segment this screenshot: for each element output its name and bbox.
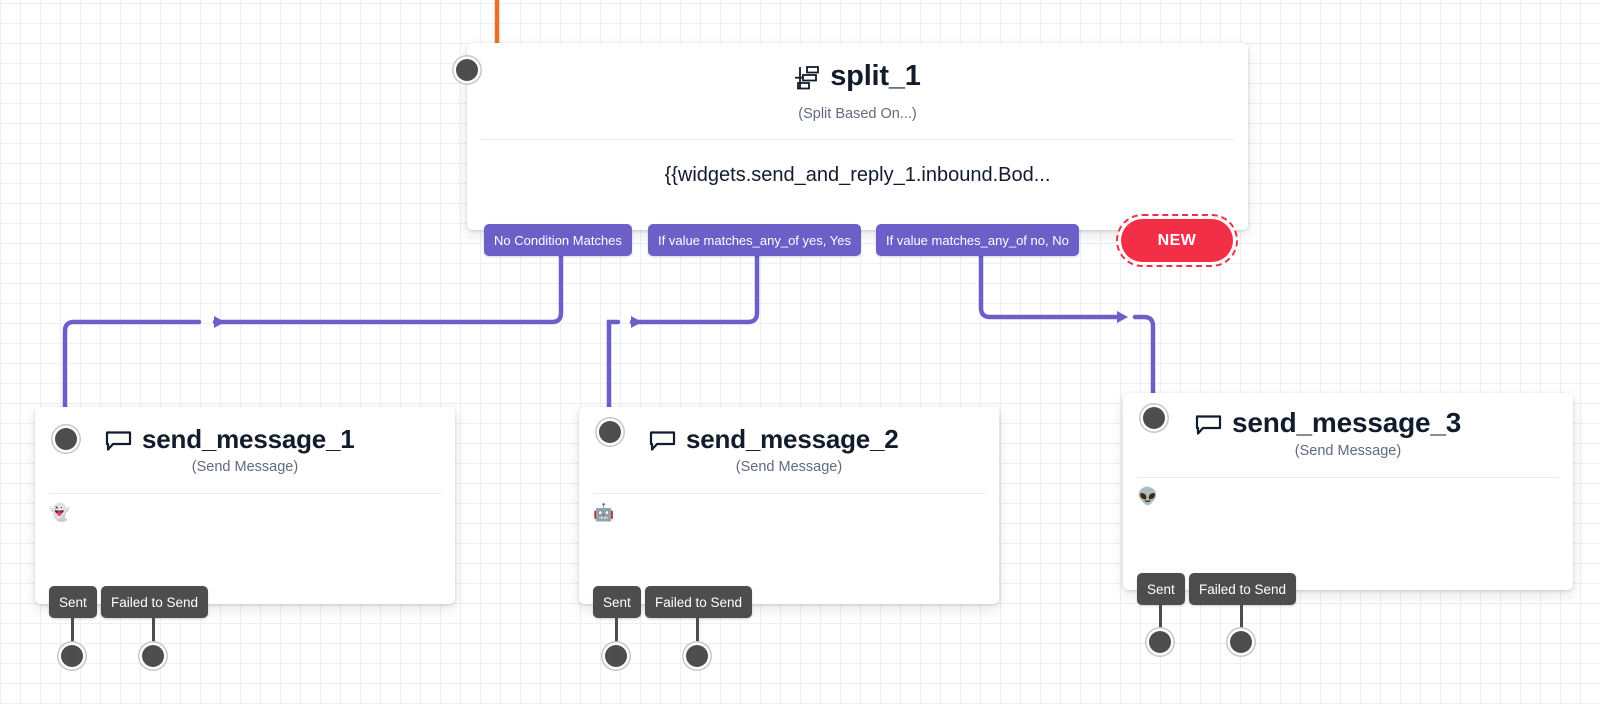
split-node-subtitle: (Split Based On...) <box>798 106 917 122</box>
edge-cond-2-tail <box>1132 314 1156 401</box>
msg-3-title-row: send_message_3 <box>1123 393 1573 439</box>
msg-3-subtitle: (Send Message) <box>1294 443 1402 459</box>
msg-1-title-row: send_message_1 <box>35 407 455 455</box>
msg-1-subtitle: (Send Message) <box>191 459 299 475</box>
msg-2-input-handle[interactable] <box>599 421 621 443</box>
msg-2-output-sent-handle[interactable] <box>605 645 627 667</box>
msg-2-node-name: send_message_2 <box>686 424 899 454</box>
condition-pill-matches-yes[interactable]: If value matches_any_of yes, Yes <box>648 224 861 256</box>
chat-icon <box>1195 412 1222 435</box>
split-node-divider <box>481 139 1234 140</box>
msg-2-body-text: 🤖 <box>593 503 615 522</box>
edge-cond-1-to-msg-2 <box>629 253 760 328</box>
edge-cond-2-to-msg-3 <box>978 253 1128 323</box>
msg-1-node-name: send_message_1 <box>142 424 355 454</box>
node-send-message-2[interactable]: send_message_2 (Send Message) 🤖 <box>579 407 999 604</box>
condition-pill-matches-no[interactable]: If value matches_any_of no, No <box>876 224 1079 256</box>
split-node-title-row: split_1 <box>467 43 1248 93</box>
msg-2-output-sent[interactable]: Sent <box>593 586 641 618</box>
new-condition-badge[interactable]: NEW <box>1116 214 1238 267</box>
msg-2-output-failed-to-send[interactable]: Failed to Send <box>645 586 753 618</box>
msg-3-output-sent-handle[interactable] <box>1149 631 1171 653</box>
msg-2-subtitle: (Send Message) <box>735 459 843 475</box>
msg-1-output-sent-handle[interactable] <box>61 645 83 667</box>
chat-icon <box>105 429 132 451</box>
msg-2-title-row: send_message_2 <box>579 407 999 455</box>
edge-cond-0-to-msg-1 <box>212 253 564 328</box>
condition-pill-no-condition-matches[interactable]: No Condition Matches <box>484 224 632 256</box>
msg-1-divider <box>49 493 441 494</box>
msg-1-output-failed-stem <box>152 618 155 650</box>
msg-3-divider <box>1137 477 1559 478</box>
msg-1-output-failed-handle[interactable] <box>142 645 164 667</box>
msg-3-node-name: send_message_3 <box>1232 407 1462 438</box>
edge-cond-1-tail <box>606 319 621 413</box>
msg-2-divider <box>593 493 985 494</box>
msg-1-output-sent-stem <box>71 618 74 650</box>
msg-1-body-text: 👻 <box>49 503 71 522</box>
msg-2-output-sent-stem <box>615 618 618 650</box>
node-split-1[interactable]: split_1 (Split Based On...) {{widgets.se… <box>456 43 1248 230</box>
msg-3-body-text: 👽 <box>1137 487 1159 506</box>
msg-3-input-handle[interactable] <box>1143 407 1165 429</box>
msg-2-output-failed-handle[interactable] <box>686 645 708 667</box>
split-icon <box>794 65 820 89</box>
msg-1-input-handle[interactable] <box>55 428 77 450</box>
msg-3-output-failed-stem <box>1240 605 1243 637</box>
split-expression: {{widgets.send_and_reply_1.inbound.Bod..… <box>664 164 1051 186</box>
split-input-handle[interactable] <box>456 59 478 81</box>
chat-icon <box>649 429 676 451</box>
split-node-name: split_1 <box>830 60 921 92</box>
node-send-message-3[interactable]: send_message_3 (Send Message) 👽 <box>1123 393 1573 590</box>
edge-cond-0-tail <box>62 319 202 413</box>
node-send-message-1[interactable]: send_message_1 (Send Message) 👻 <box>35 407 455 604</box>
msg-3-output-failed-handle[interactable] <box>1230 631 1252 653</box>
msg-1-output-failed-to-send[interactable]: Failed to Send <box>101 586 209 618</box>
msg-3-output-sent[interactable]: Sent <box>1137 573 1185 605</box>
msg-3-output-failed-to-send[interactable]: Failed to Send <box>1189 573 1297 605</box>
msg-1-output-sent[interactable]: Sent <box>49 586 97 618</box>
msg-2-output-failed-stem <box>696 618 699 650</box>
msg-3-output-sent-stem <box>1159 605 1162 637</box>
